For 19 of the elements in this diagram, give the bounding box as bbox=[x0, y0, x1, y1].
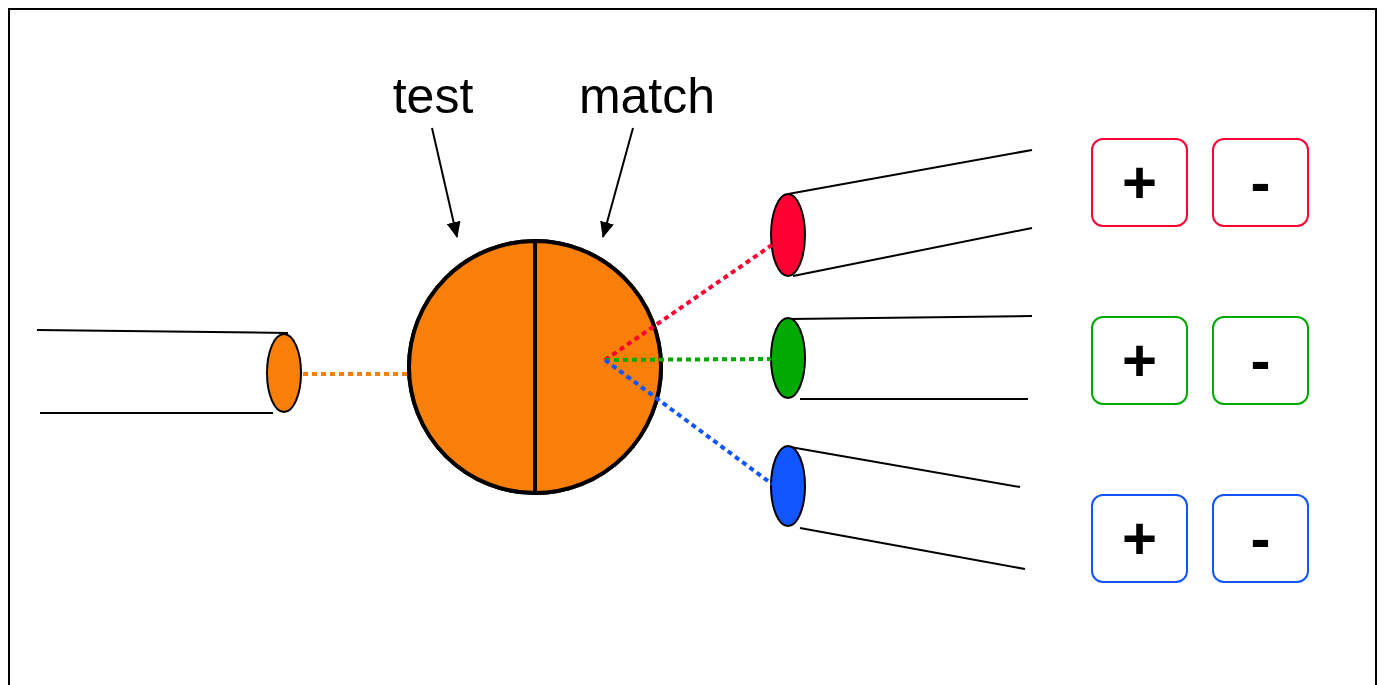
plus-button: + bbox=[1091, 494, 1188, 583]
dotted-connector bbox=[603, 243, 774, 362]
tube-drawing bbox=[35, 328, 303, 416]
pointer-label: test bbox=[380, 66, 486, 126]
dotted-connector bbox=[303, 372, 407, 376]
tube-drawing bbox=[769, 148, 1034, 278]
tube-drawing bbox=[769, 314, 1034, 402]
plus-button: + bbox=[1091, 316, 1188, 405]
minus-button: - bbox=[1212, 138, 1309, 227]
split-circle bbox=[407, 239, 663, 495]
minus-button: - bbox=[1212, 494, 1309, 583]
plus-button: + bbox=[1091, 138, 1188, 227]
dotted-connector bbox=[605, 357, 771, 362]
leader-arrow bbox=[431, 127, 461, 238]
tube-drawing bbox=[769, 444, 1027, 571]
leader-arrow bbox=[600, 127, 634, 238]
dotted-connector bbox=[603, 358, 774, 486]
minus-button: - bbox=[1212, 316, 1309, 405]
pointer-label: match bbox=[562, 66, 732, 126]
